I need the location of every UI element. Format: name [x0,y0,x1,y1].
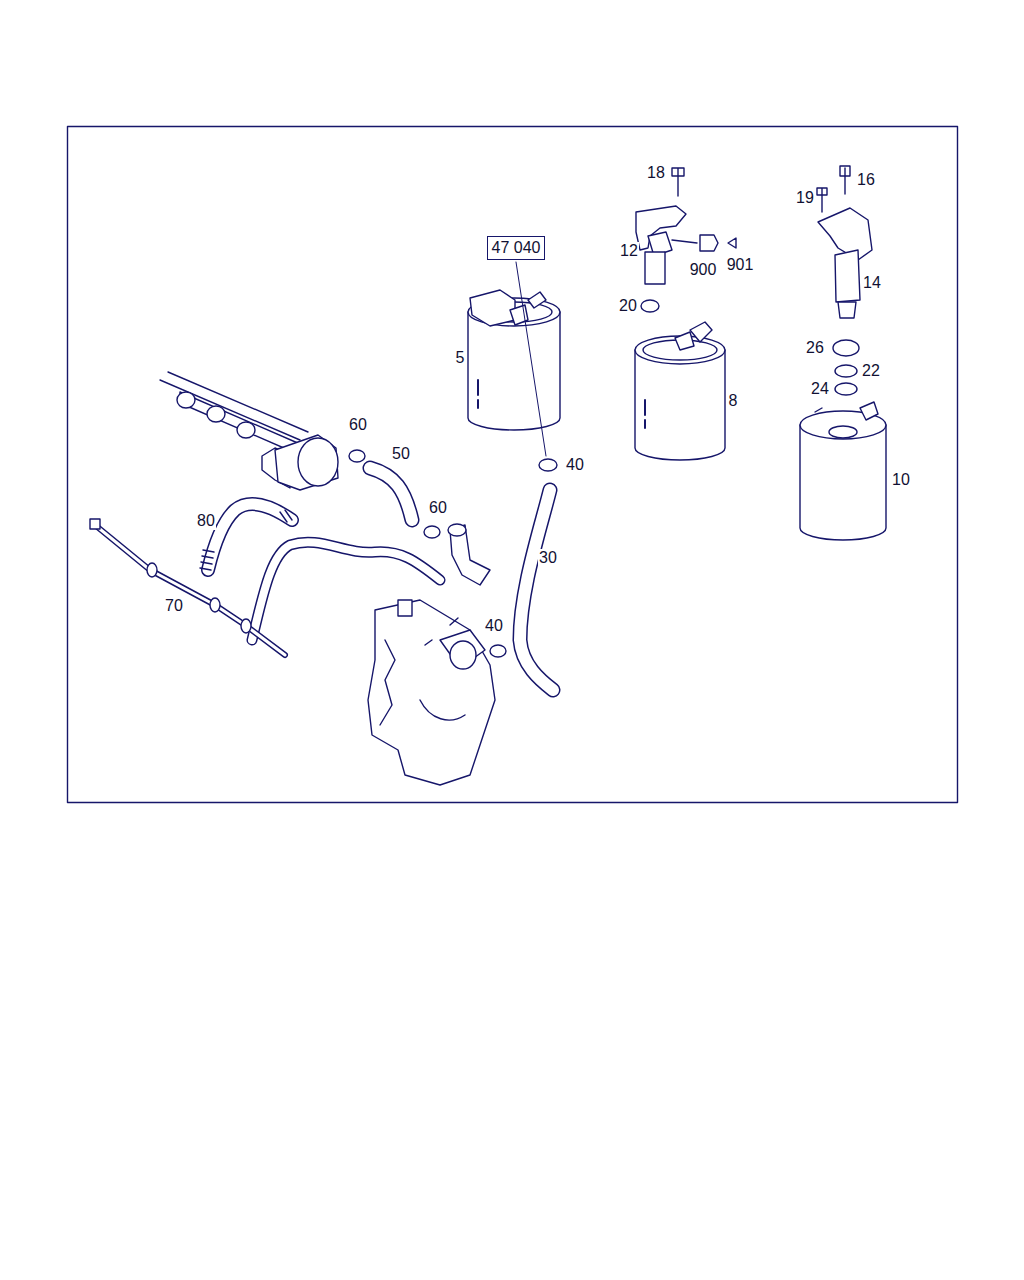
high-pressure-pump [440,630,485,668]
sensor-14 [833,340,859,356]
callout-number: 26 [805,339,825,357]
reference-number: 47 040 [492,239,541,257]
fuel-filter-5 [470,290,515,326]
fitting [448,524,490,585]
callout-number: 19 [795,189,815,207]
frame [68,127,958,803]
pipe-70 [210,598,220,612]
callout-number: 60 [428,499,448,517]
fuel-filter-5 [468,290,560,430]
fuel-filter-8 [635,322,725,460]
hose-50 [370,468,412,520]
sensor-14 [835,250,860,302]
fuel-rail [207,406,225,422]
sensor-12 [700,235,718,251]
sensor-14 [835,365,857,377]
callout-number: 14 [862,274,882,292]
callout-number: 60 [348,416,368,434]
leader-line [516,262,546,456]
leader-line [516,262,546,456]
callout-number: 900 [689,261,718,279]
fuel-filter-10 [800,425,886,540]
fuel-filter-10 [815,408,822,412]
fuel-filter-5 [477,380,479,408]
high-pressure-pump [368,600,495,785]
callout-number: 16 [856,171,876,189]
sensor-12 [672,168,684,196]
hose-30 [520,490,553,690]
sensor-12 [641,300,659,312]
fuel-rail [298,438,338,486]
high-pressure-pump [425,618,458,645]
fuel-rail [275,435,338,490]
callout-number: 50 [391,445,411,463]
fuel-filter-8 [675,332,694,350]
callout-number: 40 [565,456,585,474]
callout-number: 30 [538,549,558,567]
high-pressure-pump [398,600,412,616]
pipe-70 [95,525,285,655]
callout-number: 12 [619,242,639,260]
pipe-70 [147,563,157,577]
fuel-filter-8 [635,350,725,460]
fuel-filter-8 [690,322,712,342]
hose-50 [370,468,412,520]
callout-number: 5 [455,349,466,367]
reference-box: 47 040 [487,236,546,260]
hose-50 [349,450,365,462]
fuel-rail [160,372,308,440]
pipe-70 [90,519,100,529]
fuel-rail [177,392,195,408]
hose-80 [208,504,292,570]
callout-number: 40 [484,617,504,635]
fuel-filter-10 [860,402,878,420]
pipe-70 [90,519,285,655]
sensor-14 [840,166,850,194]
sensor-12 [636,168,736,312]
hose-80 [208,504,292,570]
hose-30 [520,490,553,690]
fuel-filter-5 [468,312,560,430]
sensor-14 [817,188,827,212]
pipe-70 [95,525,285,655]
hose-30 [490,459,557,690]
callout-number: 24 [810,380,830,398]
sensor-12 [672,240,697,243]
callout-number: 22 [861,362,881,380]
callout-number: 70 [164,597,184,615]
fuel-rail [180,392,300,455]
fuel-rail [160,372,338,490]
callout-number: 10 [891,471,911,489]
sensor-14 [835,383,857,395]
sensor-14 [838,302,856,318]
fitting [448,524,466,536]
hose-50 [349,450,440,538]
fuel-filter-10 [800,402,886,540]
sensor-12 [645,252,665,284]
high-pressure-pump [450,641,476,669]
fuel-filter-8 [644,400,646,428]
callout-number: 901 [726,256,755,274]
fuel-filter-10 [829,426,857,438]
sensor-12 [728,238,736,248]
hose-30 [539,459,557,471]
fuel-filter-5 [528,292,546,308]
callout-number: 18 [646,164,666,182]
callout-number: 20 [618,297,638,315]
pipe-70 [241,619,251,633]
callout-number: 8 [728,392,739,410]
callout-number: 80 [196,512,216,530]
fuel-rail [237,422,255,438]
high-pressure-pump [368,600,495,785]
hose-50 [424,526,440,538]
hose-30 [490,645,506,657]
